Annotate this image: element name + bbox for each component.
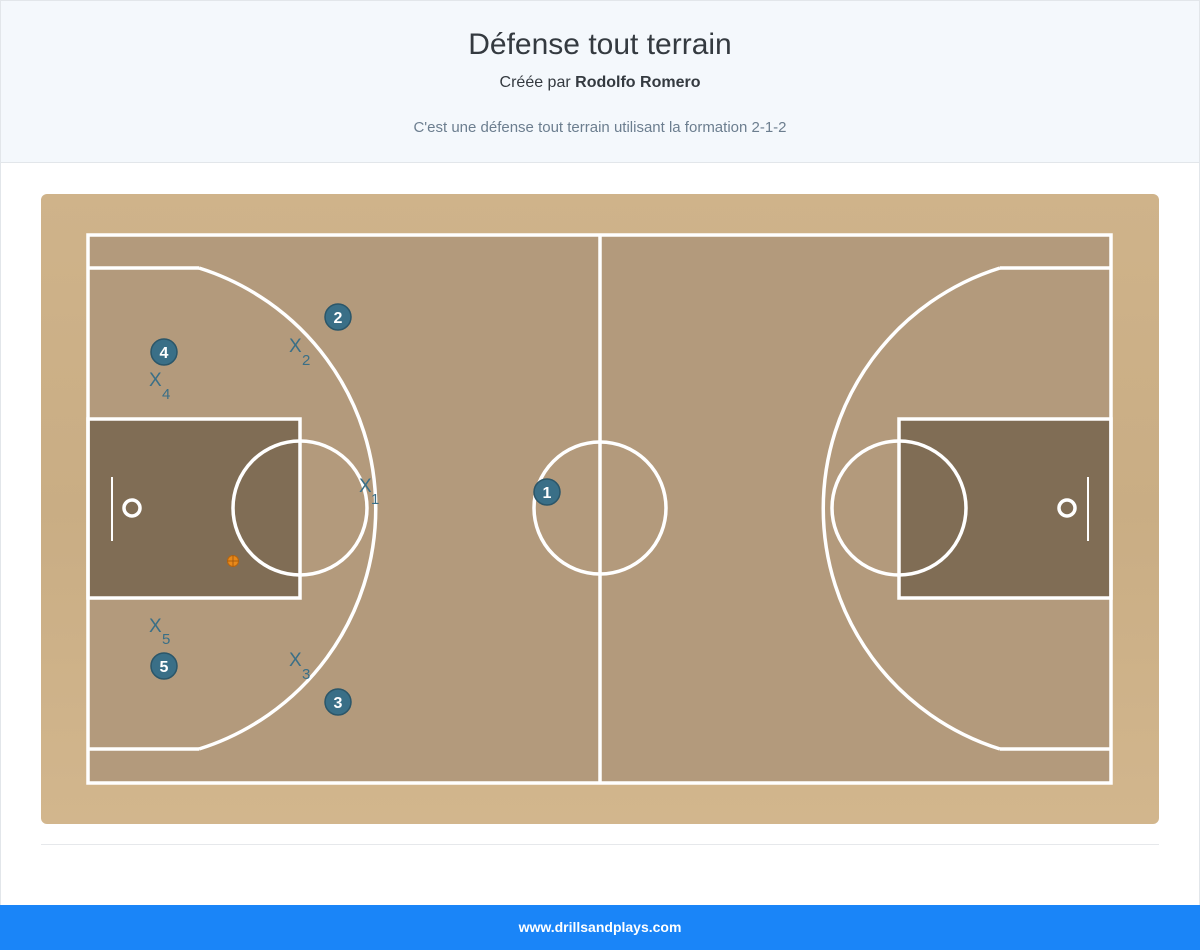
defender-x4-symbol: X xyxy=(149,370,162,391)
offense-player-4: 4 xyxy=(150,338,178,366)
center-circle xyxy=(532,440,668,576)
hoop-left xyxy=(122,498,142,518)
court-diagram: 1 2 3 4 5 X 1 xyxy=(41,194,1159,824)
defender-x3: X 3 xyxy=(289,650,310,683)
lane-left xyxy=(86,417,302,600)
three-point-arc-left xyxy=(198,266,378,751)
offense-player-4-label: 4 xyxy=(160,345,169,362)
defender-x5-symbol: X xyxy=(149,616,162,637)
content-divider xyxy=(41,844,1159,845)
footer-site-link[interactable]: www.drillsandplays.com xyxy=(518,919,682,935)
site-footer: www.drillsandplays.com xyxy=(0,905,1200,950)
free-throw-circle-right xyxy=(830,439,968,577)
free-throw-circle-left xyxy=(231,439,369,577)
defender-x5-sub: 5 xyxy=(162,631,170,648)
byline-prefix: Créée par xyxy=(499,74,571,91)
paint-right xyxy=(899,419,1110,598)
paint-left xyxy=(89,419,300,598)
hoop-right xyxy=(1057,498,1077,518)
basketball-icon xyxy=(227,555,239,567)
court-svg: 1 2 3 4 5 X 1 xyxy=(41,194,1159,824)
defender-x5: X 5 xyxy=(149,616,170,648)
defender-x2-symbol: X xyxy=(289,336,302,357)
offense-player-3: 3 xyxy=(324,688,352,716)
offense-player-1-label: 1 xyxy=(543,485,552,502)
defender-x1-symbol: X xyxy=(359,476,372,497)
lane-right xyxy=(897,417,1113,600)
defender-x2-sub: 2 xyxy=(302,352,310,369)
defender-x1-sub: 1 xyxy=(371,491,379,508)
offense-player-3-label: 3 xyxy=(334,695,343,712)
offense-player-5-label: 5 xyxy=(160,659,169,676)
offense-player-5: 5 xyxy=(150,652,178,680)
offense-player-2-label: 2 xyxy=(334,310,343,327)
author-line: Créée par Rodolfo Romero xyxy=(1,74,1199,92)
play-header: Défense tout terrain Créée par Rodolfo R… xyxy=(0,0,1200,163)
defender-x4: X 4 xyxy=(149,370,170,403)
defender-x2: X 2 xyxy=(289,336,310,369)
offense-player-2: 2 xyxy=(324,303,352,331)
defender-x3-symbol: X xyxy=(289,650,302,671)
defender-x3-sub: 3 xyxy=(302,666,310,683)
offense-player-1: 1 xyxy=(533,478,561,506)
page-title: Défense tout terrain xyxy=(468,28,732,61)
author-name: Rodolfo Romero xyxy=(575,74,701,91)
defender-x1: X 1 xyxy=(359,476,379,508)
three-point-arc-right xyxy=(821,266,1001,751)
play-description: C'est une défense tout terrain utilisant… xyxy=(413,119,787,136)
defender-x4-sub: 4 xyxy=(162,386,170,403)
page-border-left xyxy=(0,0,1,950)
